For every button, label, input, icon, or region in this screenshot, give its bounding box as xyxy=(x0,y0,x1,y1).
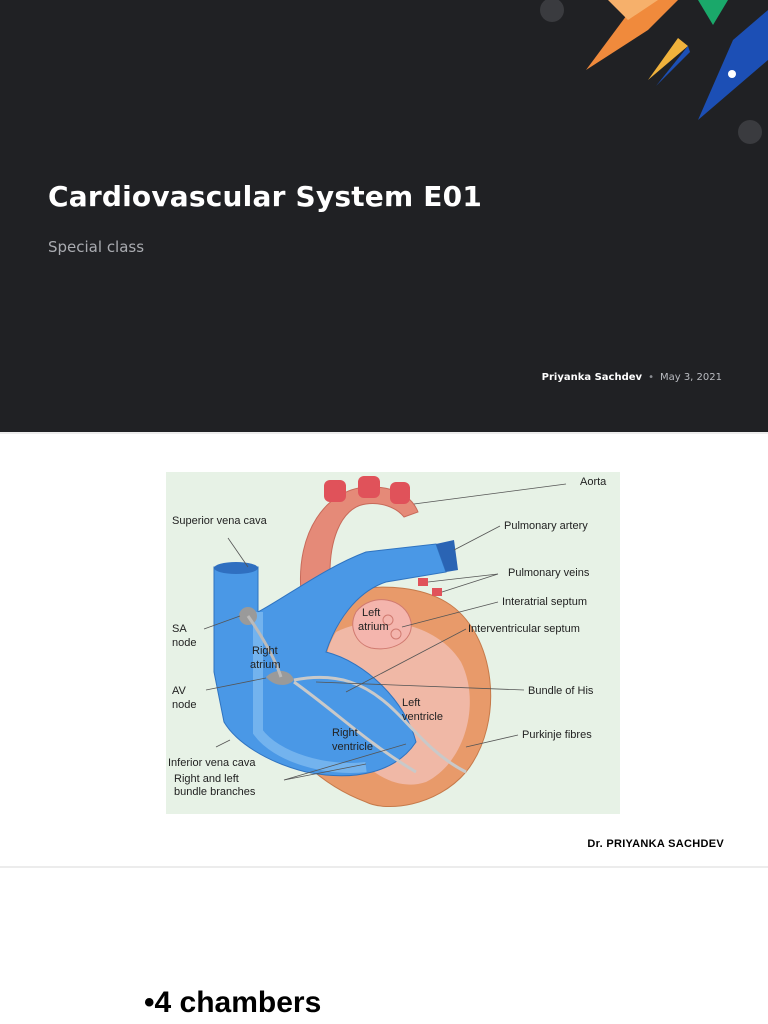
label-bundle-of-his: Bundle of His xyxy=(528,685,594,697)
label-bundle-branches: Right and left xyxy=(174,773,239,785)
bullet-point: •4 chambers xyxy=(144,986,322,1019)
author-credit: Dr. PRIYANKA SACHDEV xyxy=(587,838,724,850)
subtitle: Special class xyxy=(48,238,145,256)
label-sa-node: SA xyxy=(172,623,187,635)
label-left-ventricle-line2: ventricle xyxy=(402,711,443,723)
label-av-node: AV xyxy=(172,685,187,697)
page-title: Cardiovascular System E01 xyxy=(48,180,482,213)
publish-date: May 3, 2021 xyxy=(659,372,722,383)
byline-separator: • xyxy=(648,372,654,383)
label-sa-node-line2: node xyxy=(172,637,196,649)
label-av-node-line2: node xyxy=(172,699,196,711)
label-aorta: Aorta xyxy=(580,476,607,488)
content-slide: •4 chambers xyxy=(0,868,768,1024)
label-superior-vena-cava: Superior vena cava xyxy=(172,515,268,527)
label-bundle-branches-line2: bundle branches xyxy=(174,786,256,798)
label-interventricular-septum: Interventricular septum xyxy=(468,623,580,635)
author-name: Priyanka Sachdev xyxy=(541,372,643,383)
heart-diagram: Aorta Superior vena cava Pulmonary arter… xyxy=(166,472,620,814)
label-pulmonary-artery: Pulmonary artery xyxy=(504,520,588,532)
label-pulmonary-veins: Pulmonary veins xyxy=(508,567,590,579)
title-slide: Cardiovascular System E01 Special class … xyxy=(0,0,768,432)
label-interatrial-septum: Interatrial septum xyxy=(502,596,587,608)
label-right-atrium: Right xyxy=(252,645,278,657)
byline: Priyanka Sachdev • May 3, 2021 xyxy=(542,372,722,383)
heart-illustration: Aorta Superior vena cava Pulmonary arter… xyxy=(168,476,607,808)
label-left-ventricle: Left xyxy=(402,697,420,709)
label-right-ventricle-line2: ventricle xyxy=(332,741,373,753)
label-inferior-vena-cava: Inferior vena cava xyxy=(168,757,256,769)
label-purkinje-fibres: Purkinje fibres xyxy=(522,729,592,741)
label-left-atrium: Left xyxy=(362,607,380,619)
label-right-atrium-line2: atrium xyxy=(250,659,281,671)
diagram-slide: Aorta Superior vena cava Pulmonary arter… xyxy=(0,434,768,866)
label-right-ventricle: Right xyxy=(332,727,358,739)
label-left-atrium-line2: atrium xyxy=(358,621,389,633)
decorative-shapes-icon xyxy=(540,0,768,144)
